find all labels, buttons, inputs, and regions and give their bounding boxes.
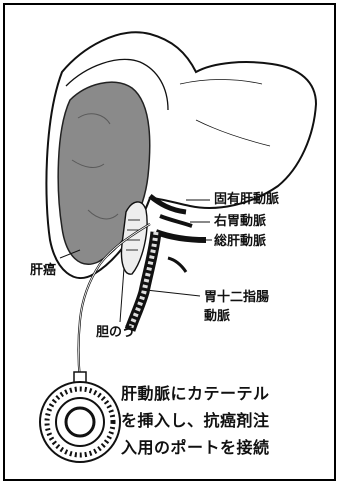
label-gallbladder: 胆のう — [96, 326, 135, 339]
label-common-hepatic-artery: 総肝動脈 — [214, 235, 266, 248]
infusion-port — [40, 372, 120, 462]
label-proper-hepatic-artery: 固有肝動脈 — [214, 193, 279, 206]
right-gastric-artery — [160, 216, 192, 226]
label-gastroduodenal-artery-1: 胃十二指腸 — [204, 291, 269, 304]
common-hepatic-artery — [156, 232, 206, 240]
label-gastroduodenal-artery-2: 動脈 — [204, 310, 230, 323]
label-right-gastric-artery: 右胃動脈 — [214, 215, 266, 228]
caption-line-3: 入用のポートを接続 — [121, 440, 270, 456]
caption-line-2: を挿入し、抗癌剤注 — [121, 413, 270, 429]
caption-line-1: 肝動脈にカテーテル — [121, 386, 270, 402]
gallbladder-shape — [121, 202, 147, 274]
label-liver-cancer: 肝癌 — [30, 264, 56, 277]
